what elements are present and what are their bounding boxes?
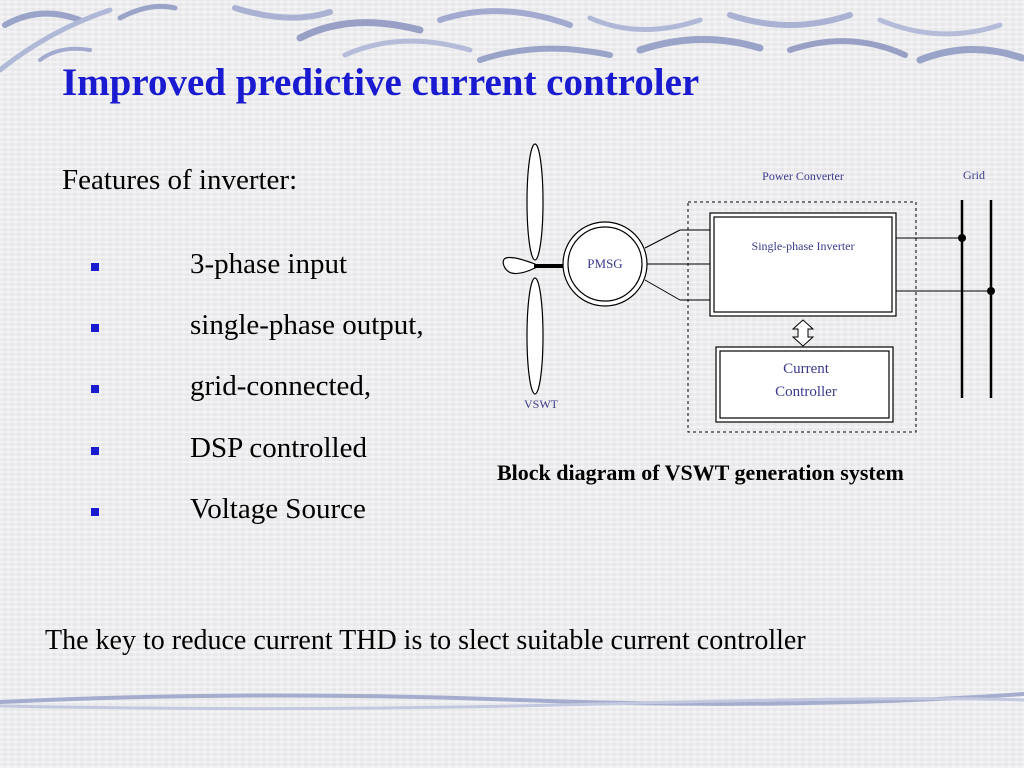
grid-label: Grid: [963, 168, 985, 182]
vswt-label: VSWT: [524, 397, 559, 411]
bullet-square-icon: [91, 263, 99, 271]
turbine-blade-bottom: [526, 277, 544, 395]
pmsg-inner-circle: [567, 226, 643, 302]
slide-title: Improved predictive current controler: [62, 61, 700, 104]
bullet-square-icon: [91, 324, 99, 332]
pmsg-label: PMSG: [587, 256, 622, 271]
connection-dot: [987, 287, 995, 295]
footer-statement: The key to reduce current THD is to slec…: [45, 625, 806, 656]
turbine-blade-top: [526, 143, 544, 261]
controller-label-line1: Current: [783, 361, 830, 377]
power-converter-boundary: [687, 201, 917, 433]
inverter-box-inner: [713, 216, 893, 313]
phase-line: [644, 279, 681, 301]
bullet-text: Voltage Source: [190, 493, 366, 525]
bullet-square-icon: [91, 508, 99, 516]
power-converter-label: Power Converter: [762, 169, 844, 183]
vswt-block-diagram: PMSG VSWT Power Converter Single-phase I…: [502, 143, 995, 433]
connection-dot: [958, 234, 966, 242]
turbine-blade-left: [502, 256, 536, 275]
phase-line: [644, 229, 681, 249]
bullet-text: 3-phase input: [190, 248, 348, 280]
controller-label-line2: Controller: [775, 384, 837, 400]
bidirectional-arrow-icon: [791, 319, 815, 347]
bullet-square-icon: [91, 447, 99, 455]
diagram-caption: Block diagram of VSWT generation system: [497, 460, 904, 485]
bullet-square-icon: [91, 385, 99, 393]
controller-box-inner: [719, 350, 890, 419]
inverter-label: Single-phase Inverter: [752, 239, 855, 253]
bullet-text: single-phase output,: [190, 309, 424, 341]
features-heading: Features of inverter:: [62, 164, 298, 196]
bullet-text: DSP controlled: [190, 432, 367, 464]
bullet-text: grid-connected,: [190, 370, 372, 402]
